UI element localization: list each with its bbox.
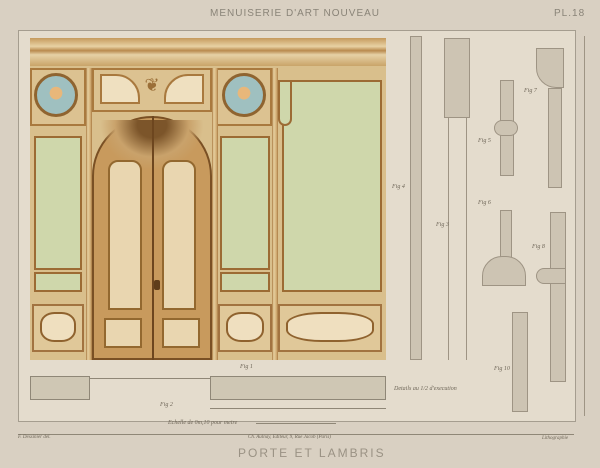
door-leaf-right-panel [162, 160, 196, 310]
door-leaf-left-panel [108, 160, 142, 310]
right-green-panel-lower [220, 272, 270, 292]
section-fig3-top [444, 38, 470, 118]
fig1-label: Fig 1 [240, 364, 253, 370]
footer-rule [18, 434, 574, 435]
pilaster-left [86, 68, 92, 360]
door-center-stile [152, 116, 154, 360]
left-oval-panel [40, 312, 76, 342]
credit-center: Ch. Aulnay, Editeur, 9, Rue Jacob (Paris… [248, 435, 331, 440]
door-lower-panel-right [162, 318, 200, 348]
fig10-label: Fig 10 [494, 366, 510, 372]
section-fig8 [550, 212, 566, 382]
left-medallion-portrait [34, 73, 78, 117]
door-handle-icon [154, 280, 160, 290]
door-lower-panel-left [104, 318, 142, 348]
fig8-label: Fig 8 [532, 244, 545, 250]
plan-dimension-line [210, 408, 386, 409]
plan-door-line [90, 378, 210, 379]
plan-wall-right [210, 376, 386, 400]
section-fig3-line [466, 118, 467, 360]
credit-left: F. Dessinier del. [18, 435, 51, 440]
section-fig7 [548, 88, 562, 188]
scale-sections-label: Details au 1/2 d'execution [394, 386, 457, 392]
section-fig8-molding [536, 268, 566, 284]
fig5-label: Fig 5 [478, 138, 491, 144]
section-fig6-base [482, 256, 526, 286]
fig2-label: Fig 2 [160, 402, 173, 408]
plate-edge-line [584, 36, 585, 416]
right-oval-panel [226, 312, 264, 342]
left-green-panel-lower [34, 272, 82, 292]
right-medallion-portrait [222, 73, 266, 117]
large-green-panel [282, 80, 382, 292]
credit-right: Lithographie [542, 436, 569, 441]
plate-number: PL.18 [554, 8, 586, 19]
pilaster-right [212, 68, 218, 360]
fig7-label: Fig 7 [524, 88, 537, 94]
pilaster-far-right [272, 68, 278, 360]
section-fig4 [410, 36, 422, 360]
plate-subtitle: PORTE ET LAMBRIS [238, 446, 386, 460]
large-oval-panel [286, 312, 374, 342]
fig6-label: Fig 6 [478, 200, 491, 206]
right-green-panel-upper [220, 136, 270, 270]
pilaster-figure-ornament [278, 80, 292, 126]
cornice [30, 38, 386, 66]
shell-ornament-icon: ❦ [144, 75, 160, 95]
section-fig3-line-2 [448, 118, 449, 360]
fig4-label: Fig 4 [392, 184, 405, 190]
plan-wall-left [30, 376, 90, 400]
section-fig5-molding [494, 120, 518, 136]
scale-elevation-label: Echelle de 0m,10 pour metre [168, 420, 238, 426]
fig3-label: Fig 3 [436, 222, 449, 228]
left-green-panel-upper [34, 136, 82, 270]
section-fig10 [512, 312, 528, 412]
plate-title: MENUISERIE D'ART NOUVEAU [210, 8, 381, 19]
section-fig7-top [536, 48, 564, 88]
scale-bar [256, 423, 336, 424]
